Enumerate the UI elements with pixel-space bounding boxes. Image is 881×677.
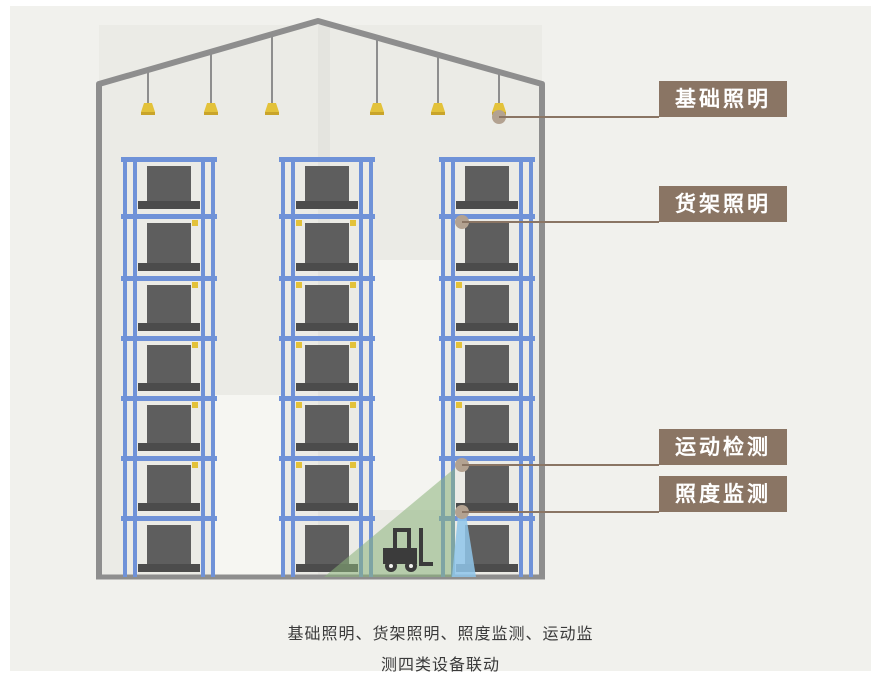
shelf-lamp-icon — [296, 220, 302, 226]
label-basic-lighting: 基础照明 — [659, 81, 787, 117]
storage-racks — [121, 157, 535, 577]
cargo-box — [296, 465, 358, 511]
cargo-box — [296, 405, 358, 451]
shelf-lamp-icon — [296, 462, 302, 468]
cargo-box — [296, 345, 358, 391]
cargo-box — [456, 223, 518, 271]
cargo-box — [138, 525, 200, 572]
cargo-box — [138, 166, 200, 209]
cargo-box — [296, 166, 358, 209]
shelf-lamp-icon — [192, 402, 198, 408]
caption-line-2: 测四类设备联动 — [380, 655, 500, 674]
shelf-lamp-icon — [456, 402, 462, 408]
ceiling-lamp-icon — [431, 54, 445, 115]
label-connectors — [462, 116, 659, 513]
cargo-box — [456, 166, 518, 209]
building-outline — [96, 18, 545, 577]
cargo-box — [138, 345, 200, 391]
cargo-box — [138, 465, 200, 511]
shelf-lamp-icon — [296, 402, 302, 408]
storage-rack — [121, 157, 217, 577]
ceiling-lamp-icon — [204, 51, 218, 115]
forklift-icon — [383, 528, 433, 572]
shelf-lamp-icon — [350, 462, 356, 468]
ceiling-lamp-icon — [141, 69, 155, 115]
shelf-lamp-icon — [296, 342, 302, 348]
cargo-box — [456, 345, 518, 391]
ceiling-lamp-icon — [265, 34, 279, 115]
shelf-lamp-icon — [296, 282, 302, 288]
shelf-lamp-icon — [192, 282, 198, 288]
cargo-box — [296, 525, 358, 572]
cargo-box — [296, 285, 358, 331]
shelf-lamp-icon — [192, 220, 198, 226]
shelf-lamp-icon — [192, 342, 198, 348]
caption-line-1: 基础照明、货架照明、照度监测、运动监 — [287, 624, 594, 643]
shelf-lamp-icon — [456, 282, 462, 288]
shelf-lamp-icon — [350, 402, 356, 408]
cargo-box — [456, 285, 518, 331]
label-illuminance-monitoring: 照度监测 — [659, 476, 787, 512]
storage-rack — [439, 157, 535, 577]
label-motion-detection: 运动检测 — [659, 429, 787, 465]
cargo-box — [138, 285, 200, 331]
shelf-lamp-icon — [350, 282, 356, 288]
ceiling-lamp-icon — [370, 37, 384, 115]
shelf-lamp-icon — [350, 220, 356, 226]
label-shelf-lighting: 货架照明 — [659, 186, 787, 222]
cargo-box — [456, 465, 518, 511]
storage-rack — [279, 157, 375, 577]
cargo-box — [296, 223, 358, 271]
shelf-lamp-icon — [350, 342, 356, 348]
illuminance-light-beam — [452, 515, 476, 577]
cargo-box — [456, 405, 518, 451]
cargo-box — [138, 223, 200, 271]
cargo-box — [138, 405, 200, 451]
shelf-lamp-icon — [192, 462, 198, 468]
shelf-lamp-icon — [456, 342, 462, 348]
